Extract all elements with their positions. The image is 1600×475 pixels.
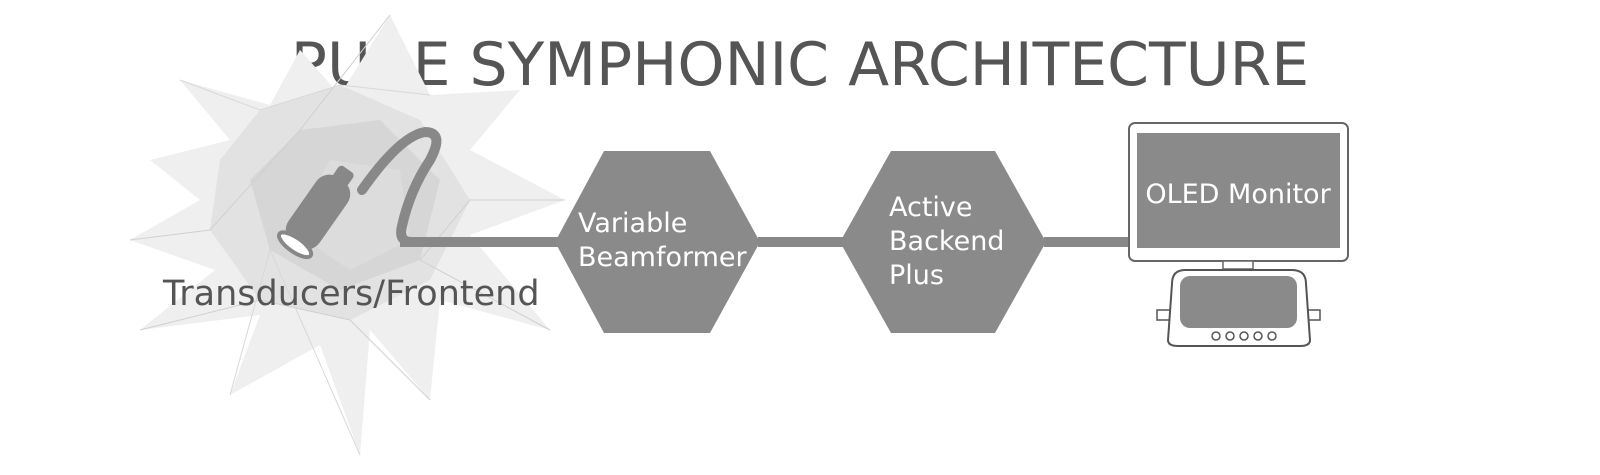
ultrasound-probe-icon: [276, 126, 565, 260]
beamformer-hexagon: [555, 151, 760, 333]
backend-label-line1: Active: [889, 192, 973, 223]
ultrasound-console-icon: [1156, 269, 1321, 347]
monitor-screen: [1137, 133, 1340, 248]
beamformer-node: Variable Beamformer: [555, 151, 760, 333]
beamformer-label-line1: Variable: [578, 208, 687, 239]
oled-monitor: OLED Monitor: [1128, 122, 1349, 270]
backend-label-line2: Backend: [889, 226, 1004, 257]
backend-hexagon: [840, 151, 1046, 333]
backend-node: Active Backend Plus: [840, 151, 1046, 333]
beamformer-label-line2: Beamformer: [578, 242, 748, 273]
backend-label-line3: Plus: [889, 260, 944, 291]
monitor-label: OLED Monitor: [1145, 179, 1331, 210]
burst-background: [129, 14, 565, 456]
page-title: PURE SYMPHONIC ARCHITECTURE: [290, 30, 1310, 100]
transducers-label: Transducers/Frontend: [162, 274, 540, 314]
